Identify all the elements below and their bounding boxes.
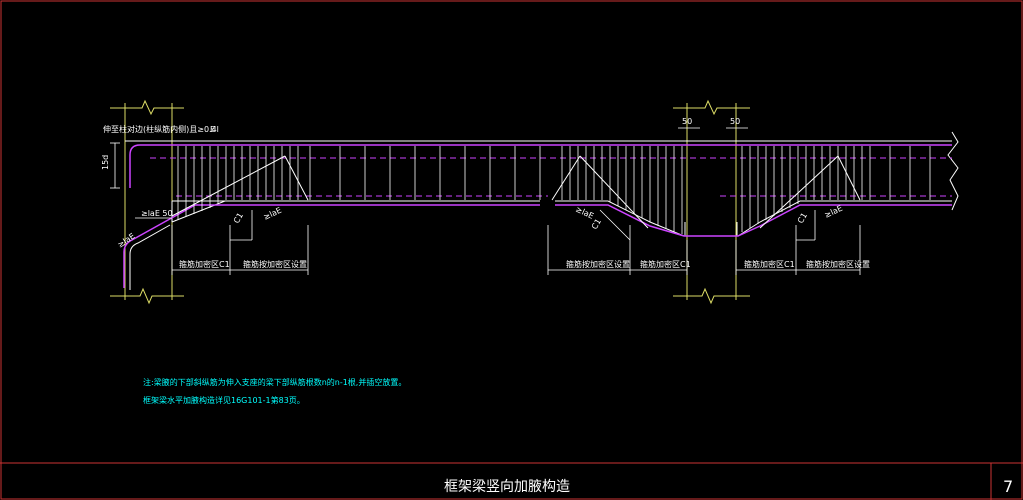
note-line-1: 注:梁腋的下部斜纵筋为伸入支座的梁下部纵筋根数n的n-1根,并插空放置。: [143, 377, 406, 387]
lae-label-a: ≥laE: [262, 206, 283, 222]
lae-label-c: ≥laE: [823, 204, 844, 220]
stirrups: [177, 146, 931, 234]
haunch-bottom-bars: [123, 204, 952, 288]
right-c1-zone-label: 箍筋加密区C1: [744, 259, 795, 269]
lae-label-b: ≥laE: [574, 205, 595, 221]
dim-50-left: 50: [682, 117, 692, 126]
dimension-lines: [110, 127, 861, 275]
dim-50-right: 50: [730, 117, 740, 126]
lae-diagonal-label: ≥laE: [116, 231, 137, 249]
c1-label-c: C1: [796, 211, 809, 225]
mid-c1-zone-label: 箍筋加密区C1: [640, 259, 691, 269]
c1-label-a: C1: [232, 211, 245, 225]
left-c1-zone-label: 箍筋加密区C1: [179, 259, 230, 269]
middle-column: [673, 99, 750, 305]
dashed-longitudinal-bars: [150, 157, 952, 197]
lae-50-label: ≥laE 50: [141, 209, 173, 218]
top-longitudinal-bar: [129, 144, 952, 188]
page-number: 7: [1003, 477, 1013, 496]
top-anchor-label: 伸至柱对边(柱纵筋内侧)且≥0.4l: [103, 124, 219, 134]
anchor-15d-label: 15d: [101, 155, 110, 170]
note-line-2: 框架梁水平加腋构造详见16G101-1第83页。: [143, 395, 305, 405]
left-stirrup-zone-label: 箍筋按加密区设置: [243, 259, 307, 269]
mid-stirrup-zone-label: 箍筋按加密区设置: [566, 259, 630, 269]
haunch-bottom-bar-outline: [129, 224, 171, 290]
top-anchor-suffix: E: [210, 125, 215, 134]
right-stirrup-zone-label: 箍筋按加密区设置: [806, 259, 870, 269]
haunch-diagonal-bars: [171, 155, 861, 229]
beam-outline: [125, 131, 959, 237]
drawing-title: 框架梁竖向加腋构造: [444, 479, 570, 495]
